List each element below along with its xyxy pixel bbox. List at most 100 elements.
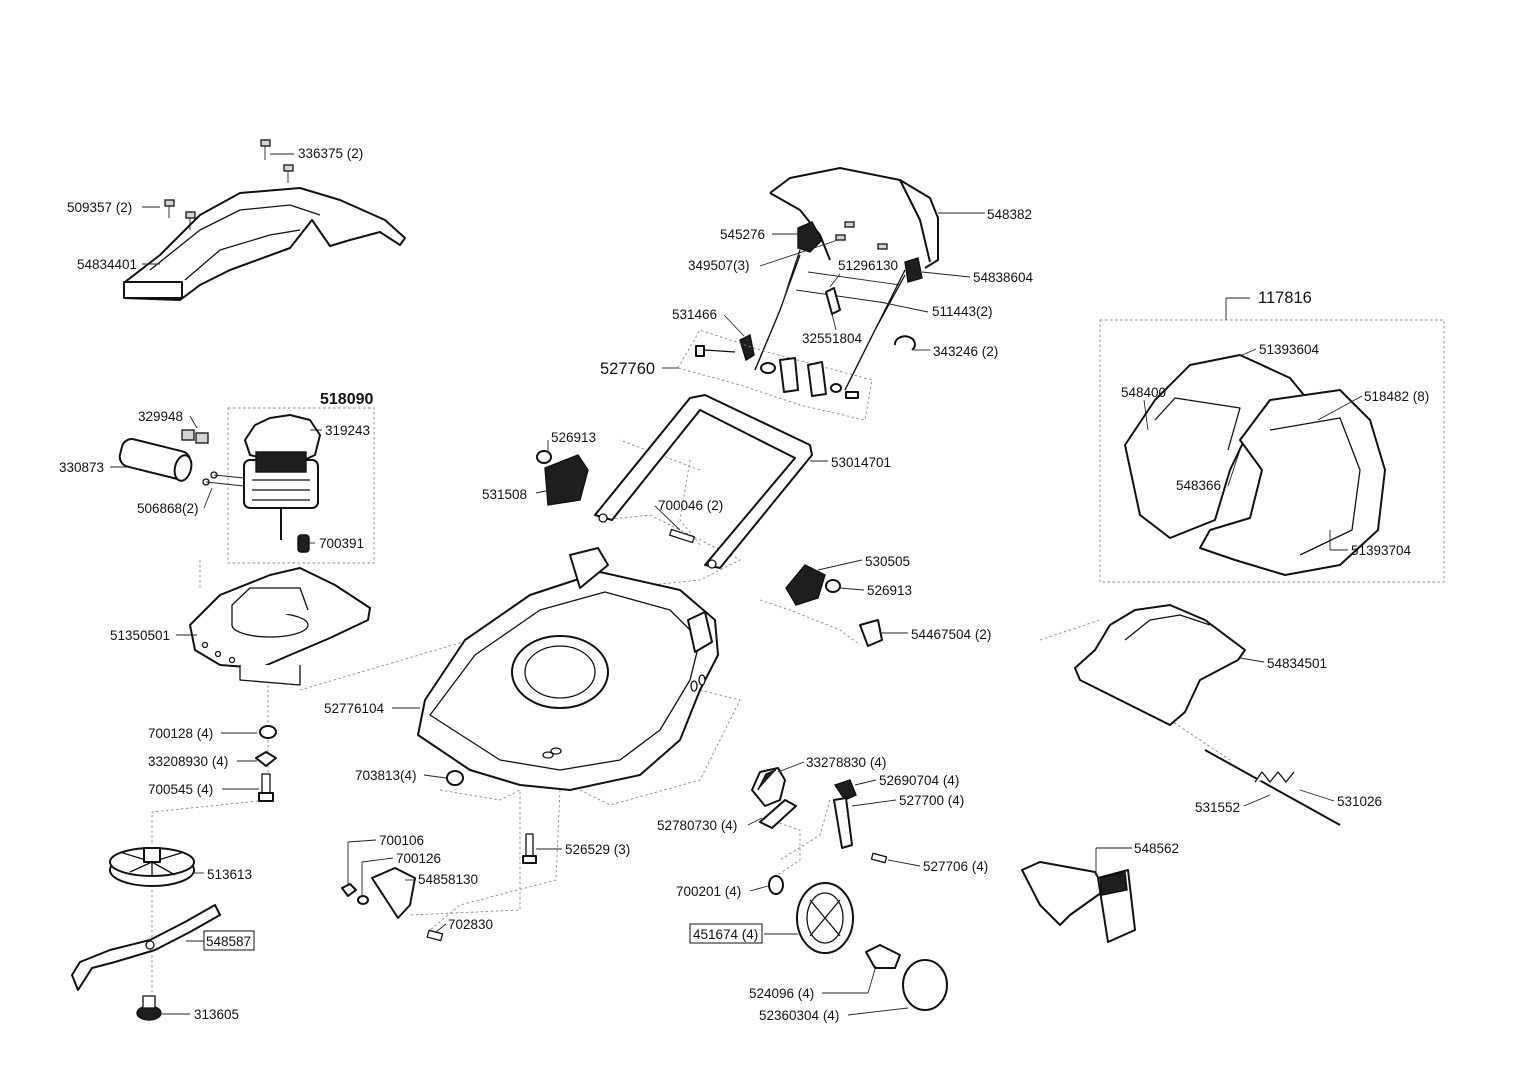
label-526529: 526529 (3) xyxy=(565,842,630,857)
motor-319243-icon xyxy=(243,414,321,553)
wheel-label-frame xyxy=(689,923,763,944)
label-527700: 527700 (4) xyxy=(899,793,964,808)
label-545276: 545276 xyxy=(720,227,765,242)
screw-509357-icon xyxy=(164,199,196,230)
label-336375: 336375 (2) xyxy=(298,146,363,161)
label-513613: 513613 xyxy=(207,867,252,882)
label-548400: 548400 xyxy=(1121,385,1166,400)
deflector-54858130-icon xyxy=(371,867,416,919)
clip-343246-icon xyxy=(893,335,916,351)
plate-52780730-icon xyxy=(759,799,797,829)
label-531466: 531466 xyxy=(672,307,717,322)
blade-label-frame xyxy=(203,930,255,951)
label-117816: 117816 xyxy=(1258,289,1312,307)
label-530505: 530505 xyxy=(865,554,910,569)
label-703813: 703813(4) xyxy=(355,768,417,783)
label-54838604: 54838604 xyxy=(973,270,1034,285)
label-524096: 524096 (4) xyxy=(749,986,814,1001)
mulch-plug-548562-icon xyxy=(1021,861,1136,943)
capacitor-330873-icon xyxy=(118,438,193,482)
label-330873: 330873 xyxy=(59,460,104,475)
screw-702830-icon xyxy=(426,929,444,942)
label-54834501: 54834501 xyxy=(1267,656,1327,671)
knob-530505-icon xyxy=(785,564,841,606)
label-700545: 700545 (4) xyxy=(148,782,213,797)
bar-531026-icon xyxy=(1204,749,1341,826)
label-702830: 702830 xyxy=(448,917,493,932)
nut-700106-icon xyxy=(341,883,357,897)
label-51393704: 51393704 xyxy=(1351,543,1412,558)
bracket-54467504-icon xyxy=(859,619,883,647)
label-531552: 531552 xyxy=(1195,800,1240,815)
label-33278830: 33278830 (4) xyxy=(806,755,886,770)
lever-545276-icon xyxy=(797,221,823,253)
deflector-54834501-icon xyxy=(1074,604,1246,726)
label-313605: 313605 xyxy=(194,1007,239,1022)
lever-52690704-icon xyxy=(833,779,857,849)
motor-housing xyxy=(189,567,371,686)
label-349507: 349507(3) xyxy=(688,258,750,273)
washer-700201-icon xyxy=(768,875,784,895)
handle-tubes xyxy=(754,249,906,391)
label-700126: 700126 xyxy=(396,851,441,866)
bolt-700545-icon xyxy=(258,773,274,802)
grass-box-frame xyxy=(1099,319,1445,583)
screw-349507-icon xyxy=(835,221,888,250)
label-52360304: 52360304 (4) xyxy=(759,1008,839,1023)
label-329948: 329948 xyxy=(138,409,183,424)
engine-cover xyxy=(123,187,406,301)
handle-kit-527760 xyxy=(677,329,873,421)
washer-700126-icon xyxy=(357,895,369,905)
label-548382: 548382 xyxy=(987,207,1032,222)
label-54858130: 54858130 xyxy=(418,872,478,887)
label-506868: 506868(2) xyxy=(137,501,199,516)
label-700128: 700128 (4) xyxy=(148,726,213,741)
label-548587: 548587 xyxy=(206,934,251,949)
screw-336375-icon xyxy=(260,139,294,183)
mower-deck xyxy=(417,547,719,791)
bolt-313605-icon xyxy=(136,995,162,1021)
label-700046: 700046 (2) xyxy=(658,498,723,513)
wheel-451674-icon xyxy=(796,882,854,954)
screw-527706-icon xyxy=(870,852,888,864)
label-531508: 531508 xyxy=(482,487,527,502)
label-51350501: 51350501 xyxy=(110,628,170,643)
lower-handle-53014701 xyxy=(594,394,813,569)
label-51393604: 51393604 xyxy=(1259,342,1320,357)
clip-506868-icon xyxy=(202,471,245,487)
axle-524096-icon xyxy=(865,944,901,969)
knob-531508-icon xyxy=(536,450,589,506)
label-526913b: 526913 xyxy=(867,583,912,598)
part-labels: 336375 (2) 509357 (2) 54834401 518090 32… xyxy=(59,146,1429,1023)
fan-513613-icon xyxy=(109,847,195,887)
clamp-531466-icon xyxy=(739,333,755,362)
clip-54838604-icon xyxy=(904,257,923,283)
label-51296130: 51296130 xyxy=(838,258,898,273)
label-700106: 700106 xyxy=(379,833,424,848)
plate-33208930-icon xyxy=(255,751,277,767)
label-52690704: 52690704 (4) xyxy=(879,773,959,788)
grass-box-assembly xyxy=(1124,354,1386,576)
washer-700128-icon xyxy=(259,725,277,739)
label-518482: 518482 (8) xyxy=(1364,389,1429,404)
label-526913a: 526913 xyxy=(551,430,596,445)
label-700201: 700201 (4) xyxy=(676,884,741,899)
lever-33278830-icon xyxy=(751,767,786,807)
bushing-703813-icon xyxy=(446,770,464,786)
label-548366: 548366 xyxy=(1176,478,1221,493)
blade-548587-icon xyxy=(71,904,221,991)
label-54834401: 54834401 xyxy=(77,257,137,272)
label-52776104: 52776104 xyxy=(324,701,385,716)
label-319243: 319243 xyxy=(325,423,370,438)
brush-329948-icon xyxy=(181,429,209,444)
bracket-32551804-icon xyxy=(825,287,841,315)
label-527760: 527760 xyxy=(600,360,655,378)
label-451674: 451674 (4) xyxy=(693,927,758,942)
label-343246: 343246 (2) xyxy=(933,344,998,359)
label-518090: 518090 xyxy=(320,391,373,408)
upper-handle-548382 xyxy=(769,167,939,269)
label-531026: 531026 xyxy=(1337,794,1382,809)
label-33208930: 33208930 (4) xyxy=(148,754,228,769)
leader-lines xyxy=(110,153,1363,1016)
